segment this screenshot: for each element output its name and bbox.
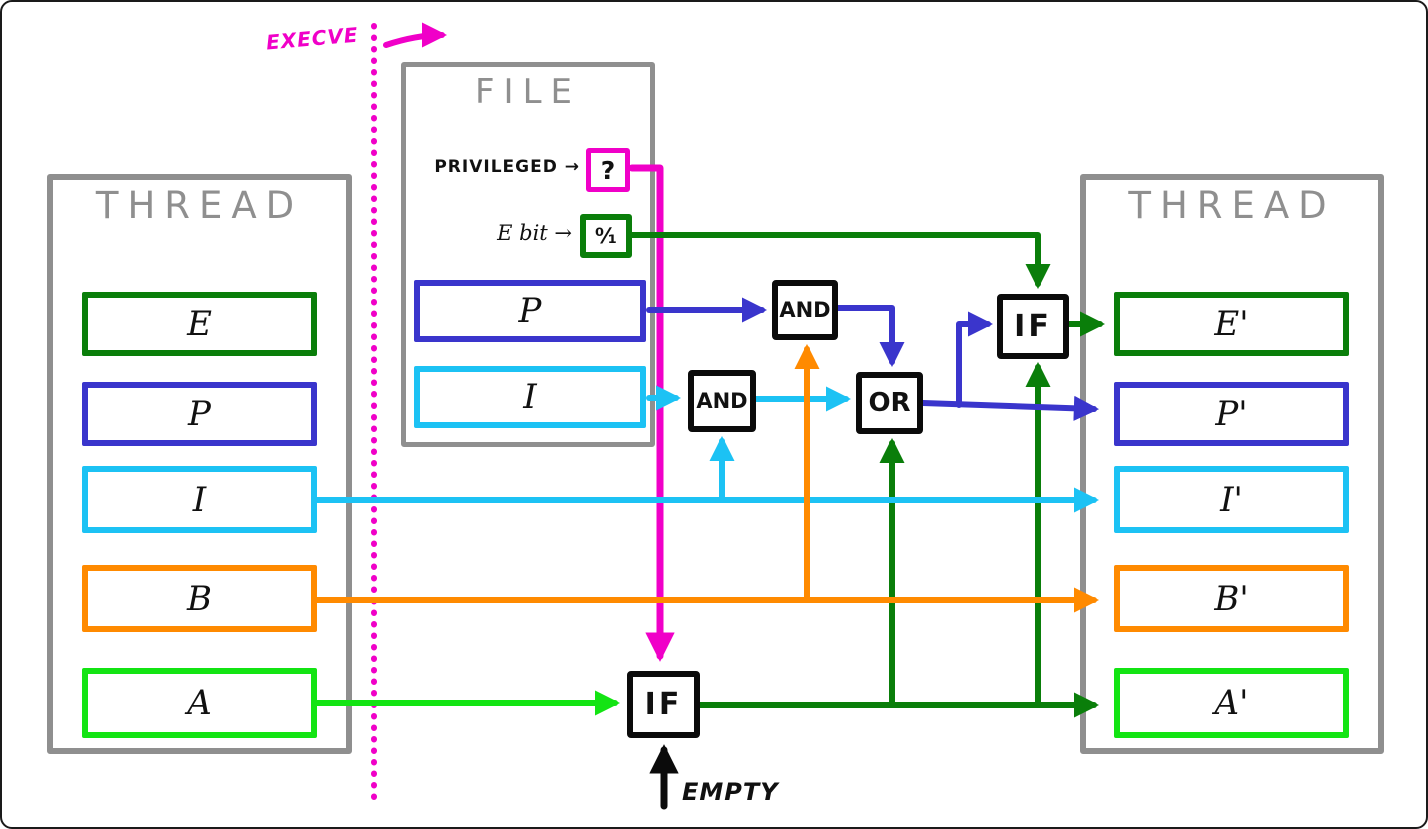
- cap-box-ambient: A: [82, 668, 317, 738]
- gate-or: OR: [856, 372, 923, 434]
- edge-or-to-p-prime: [920, 395, 1100, 421]
- cap-label: I: [523, 377, 537, 417]
- cap-box-permitted: P: [82, 382, 317, 446]
- cap-label: P: [188, 394, 211, 434]
- execve-direction-arrow: [383, 22, 448, 48]
- privileged-flag-box: ?: [586, 148, 630, 192]
- right-thread-container: [1080, 174, 1384, 754]
- file-cap-box-inheritable: I: [414, 366, 646, 428]
- gate-label: IF: [1014, 309, 1052, 344]
- cap-label: P': [1215, 394, 1248, 434]
- cap-label: A: [187, 683, 212, 723]
- cap-box-bounding: B: [82, 565, 317, 632]
- gate-label: OR: [868, 388, 911, 418]
- cap-box-effective: E: [82, 292, 317, 356]
- e-bit-flag-value: ⁰⁄₁: [595, 224, 617, 248]
- file-cap-box-permitted: P: [414, 280, 646, 342]
- cap-label: B': [1214, 578, 1249, 619]
- edge-privileged-to-if-ambient: [628, 164, 675, 662]
- cap-box-permitted-prime: P': [1114, 382, 1349, 446]
- cap-label: B: [187, 578, 212, 619]
- cap-label: P: [518, 291, 542, 331]
- cap-label: I: [192, 479, 207, 520]
- file-container: [401, 62, 655, 447]
- gate-if-ambient: IF: [627, 671, 700, 738]
- gate-label: AND: [696, 389, 748, 413]
- right-thread-title: THREAD: [1128, 184, 1336, 227]
- cap-box-inheritable-prime: I': [1114, 466, 1349, 533]
- cap-box-ambient-prime: A': [1114, 668, 1349, 738]
- edge-and-to-or: [835, 305, 905, 368]
- empty-label: EMPTY: [682, 778, 779, 806]
- cap-box-bounding-prime: B': [1114, 565, 1349, 632]
- gate-label: AND: [779, 298, 831, 322]
- edge-or-to-if-effective: [956, 311, 994, 408]
- privileged-flag-value: ?: [600, 155, 616, 185]
- e-bit-label: E bit →: [497, 221, 572, 245]
- file-title: FILE: [474, 72, 581, 112]
- cap-box-inheritable: I: [82, 466, 317, 533]
- gate-label: IF: [644, 687, 683, 722]
- cap-label: A': [1214, 683, 1249, 723]
- left-thread-title: THREAD: [95, 184, 304, 227]
- cap-label: I': [1220, 479, 1243, 520]
- cap-label: E: [187, 304, 212, 344]
- e-bit-flag-box: ⁰⁄₁: [580, 214, 632, 258]
- edge-ebit-to-if-effective: [629, 232, 1051, 290]
- cap-label: E': [1214, 304, 1249, 344]
- gate-if-effective: IF: [997, 294, 1069, 359]
- privileged-label: PRIVILEGED →: [434, 157, 580, 177]
- gate-and-inheritable: AND: [688, 370, 756, 432]
- left-thread-container: [47, 174, 352, 754]
- gate-and-permitted: AND: [772, 280, 838, 340]
- cap-box-effective-prime: E': [1114, 292, 1349, 356]
